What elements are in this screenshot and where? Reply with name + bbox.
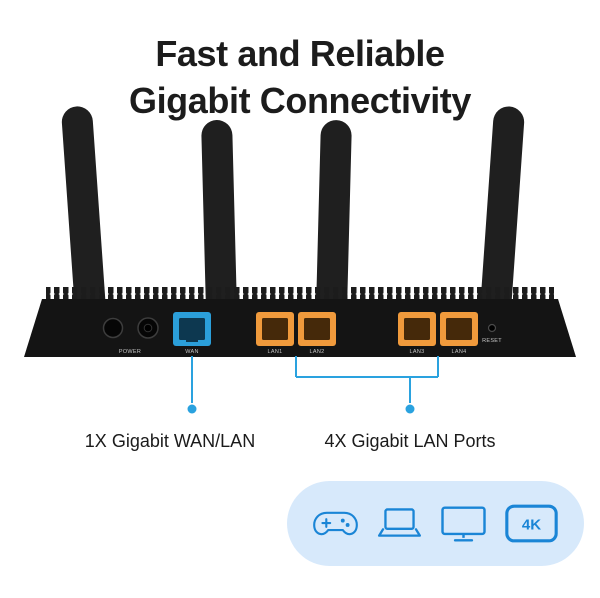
tv-4k-label: 4K (522, 516, 541, 533)
lan2-port-label: LAN2 (310, 349, 325, 355)
vent-fins (46, 287, 554, 301)
antenna-1 (61, 106, 106, 316)
headline-line2: Gigabit Connectivity (128, 80, 472, 121)
lan-port-3 (398, 312, 436, 346)
lan1-port-label: LAN1 (268, 349, 283, 355)
power-jack-pin (143, 323, 153, 333)
device-compatibility-badge: 4K (287, 481, 584, 566)
headline-line1: Fast and Reliable (155, 33, 445, 74)
lan-port-1 (256, 312, 294, 346)
power-button (102, 317, 124, 339)
wan-callout-text: 1X Gigabit WAN/LAN (84, 431, 256, 451)
wan-callout-dot (187, 404, 197, 414)
antenna-2 (201, 120, 237, 316)
lan-port-4 (440, 312, 478, 346)
gamepad-icon (313, 511, 358, 536)
lan-callout-dot (405, 404, 415, 414)
wan-port-label: WAN (185, 349, 199, 355)
lan4-port-label: LAN4 (452, 349, 467, 355)
headline: Fast and Reliable Gigabit Connectivity (0, 30, 600, 124)
monitor-icon (441, 505, 486, 542)
reset-port-label: RESET (482, 338, 502, 344)
lan-port-2 (298, 312, 336, 346)
tv-4k-icon: 4K (505, 504, 558, 543)
reset-button (487, 323, 497, 333)
lan-callout-bracket (295, 356, 439, 403)
laptop-icon (377, 508, 422, 537)
lan3-port-label: LAN3 (410, 349, 425, 355)
lan-callout-text: 4X Gigabit LAN Ports (324, 431, 496, 451)
wan-port (173, 312, 211, 346)
antenna-3 (316, 120, 352, 317)
power-port-label: POWER (119, 349, 141, 355)
antenna-4 (480, 106, 525, 317)
